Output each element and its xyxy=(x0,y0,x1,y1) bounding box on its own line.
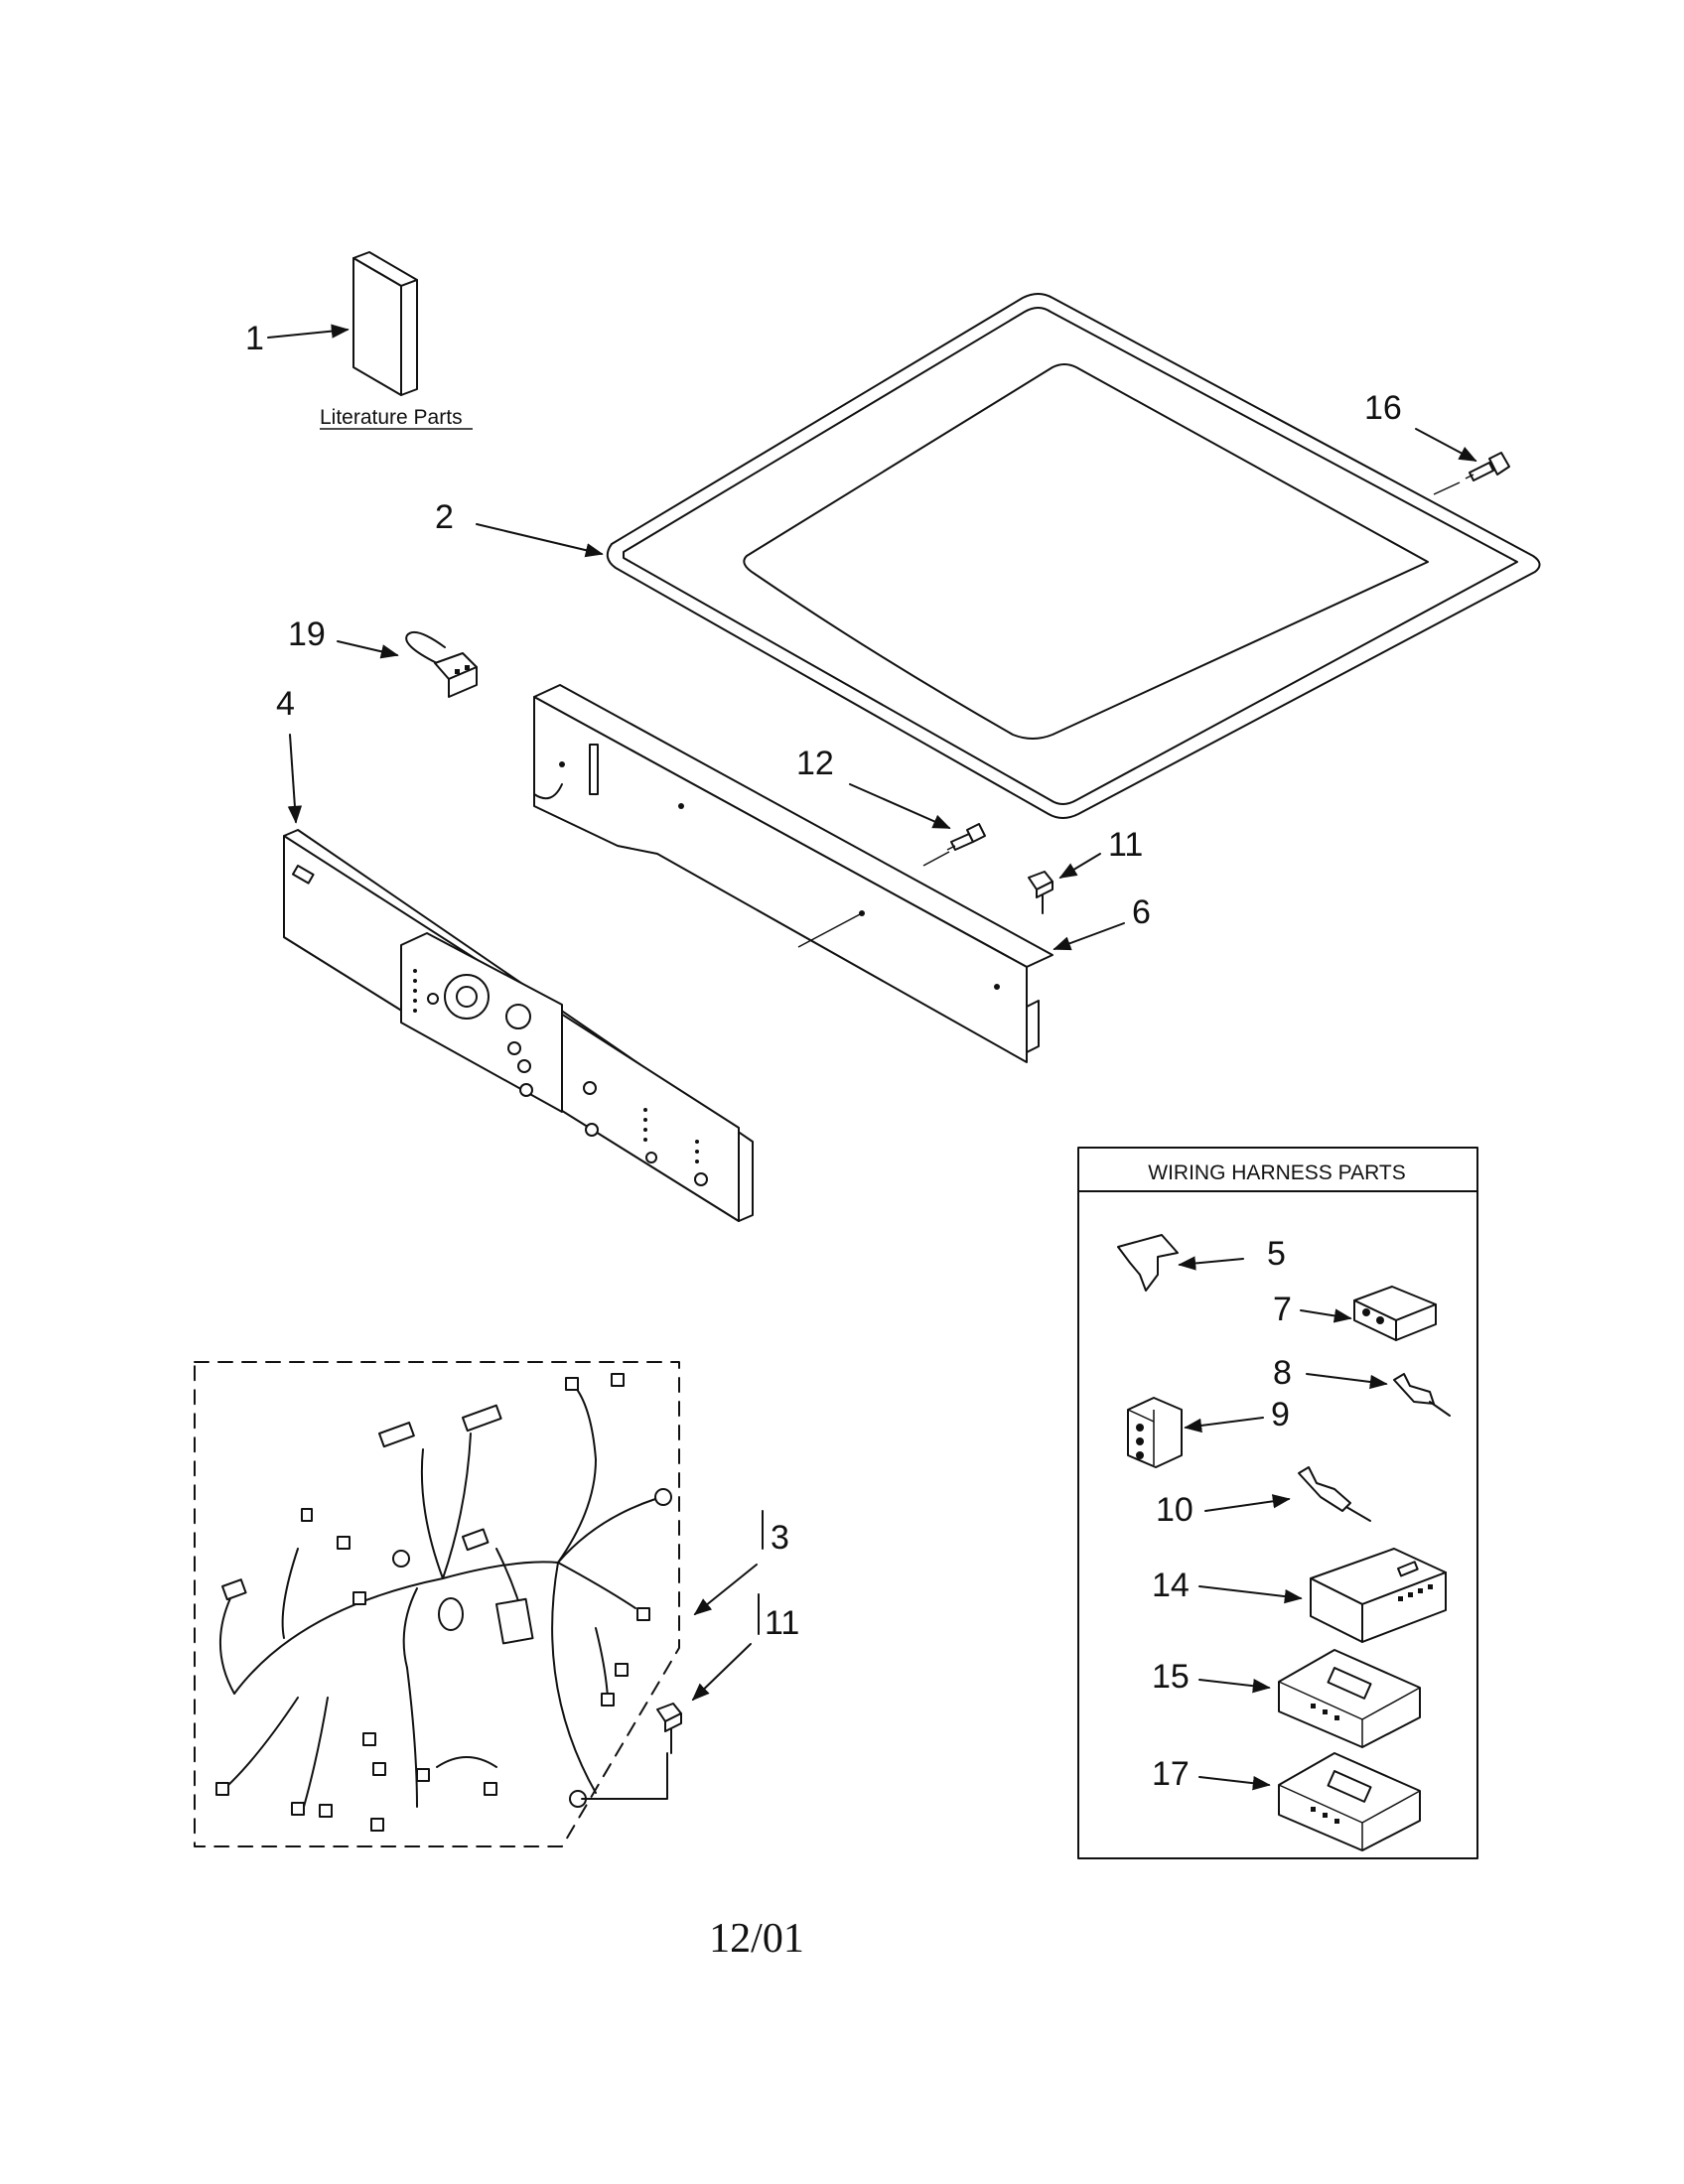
harness-ground-leader xyxy=(581,1752,668,1800)
connector-part-17 xyxy=(1278,1752,1421,1851)
connector-part-15 xyxy=(1278,1649,1421,1748)
callout-16-arrow xyxy=(1415,428,1477,462)
callout-17: 17 xyxy=(1152,1755,1190,1793)
callout-10: 10 xyxy=(1156,1491,1193,1529)
callout-3-arrow xyxy=(693,1564,758,1616)
callout-15: 15 xyxy=(1152,1658,1190,1696)
connector-part-7 xyxy=(1353,1286,1437,1341)
callout-4-arrow xyxy=(287,734,303,824)
callout-19-arrow xyxy=(337,640,399,659)
top-panel-part xyxy=(606,293,1541,819)
callout-12-arrow xyxy=(849,783,951,829)
callout-11-lower-arrow xyxy=(691,1643,752,1702)
callout-19: 19 xyxy=(288,615,326,653)
callout-1: 1 xyxy=(245,320,264,357)
callout-11-upper: 11 xyxy=(1108,826,1143,864)
callout-11-upper-arrow xyxy=(1058,853,1101,879)
callout-11-lower: 11 xyxy=(765,1604,799,1642)
callout-2-arrow xyxy=(476,523,604,558)
literature-book-part xyxy=(352,251,418,396)
callout-7: 7 xyxy=(1273,1291,1292,1328)
wiring-harness-parts-box xyxy=(1077,1147,1478,1859)
callout-8-arrow xyxy=(1306,1373,1388,1390)
literature-parts-label: Literature Parts xyxy=(320,406,463,429)
callout-10-arrow xyxy=(1204,1494,1291,1512)
callout-5-arrow xyxy=(1178,1256,1244,1271)
callout-7-arrow xyxy=(1300,1308,1352,1323)
terminal-part-8 xyxy=(1393,1373,1451,1417)
callout-6: 6 xyxy=(1132,893,1151,931)
clip-part-5 xyxy=(1117,1234,1179,1292)
callout-1-arrow xyxy=(267,324,350,339)
callout-2: 2 xyxy=(435,498,454,536)
terminal-part-10 xyxy=(1298,1466,1371,1522)
screw-12-leader xyxy=(922,851,950,867)
callout-16: 16 xyxy=(1364,389,1402,427)
jumper-wire-part-19 xyxy=(405,631,478,698)
connector-housing-part-9 xyxy=(1127,1397,1183,1468)
callout-12: 12 xyxy=(796,745,834,782)
console-bracket-part-6 xyxy=(533,684,1053,1063)
callout-15-arrow xyxy=(1198,1679,1271,1694)
connector-block-part-14 xyxy=(1310,1548,1447,1643)
revision-date: 12/01 xyxy=(709,1916,804,1962)
callout-3: 3 xyxy=(771,1519,789,1557)
callout-14: 14 xyxy=(1152,1567,1190,1604)
control-console-part-4 xyxy=(283,829,754,1222)
callout-6-arrow xyxy=(1052,922,1125,951)
callout-14-arrow xyxy=(1198,1585,1303,1604)
wiring-box-title: WIRING HARNESS PARTS xyxy=(1148,1161,1405,1184)
callout-9-arrow xyxy=(1184,1417,1264,1433)
screw-part-11-lower xyxy=(656,1703,682,1754)
screw-part-11-upper xyxy=(1028,871,1053,914)
callout-8: 8 xyxy=(1273,1354,1292,1392)
screw-part-16 xyxy=(1465,452,1510,481)
callout-9: 9 xyxy=(1271,1396,1290,1433)
callout-5: 5 xyxy=(1267,1235,1286,1273)
callout-17-arrow xyxy=(1198,1776,1271,1791)
screw-16-leader xyxy=(1433,481,1461,495)
screw-part-12 xyxy=(946,823,986,851)
wiring-harness-part-3 xyxy=(194,1361,680,1847)
callout-4: 4 xyxy=(276,685,295,723)
